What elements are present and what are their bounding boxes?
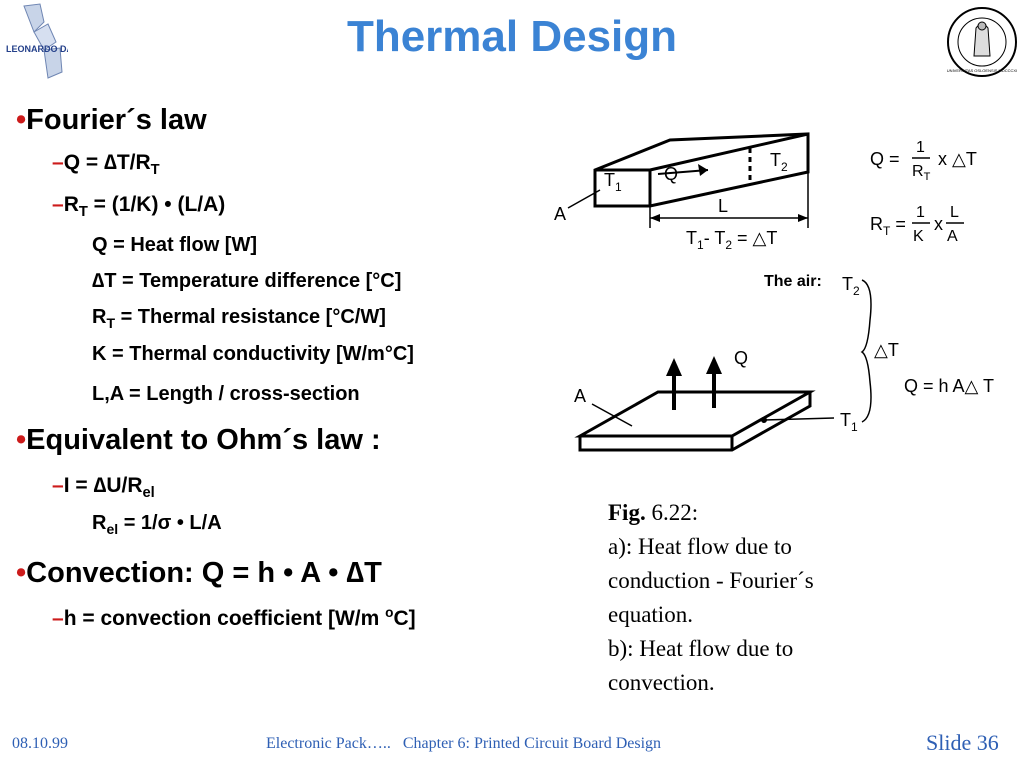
footer-date: 08.10.99 xyxy=(12,735,68,752)
caption-line: equation. xyxy=(608,602,693,627)
bullet-dot: • xyxy=(16,104,27,136)
ohm-eq: –I = ∆U/Rel xyxy=(52,474,155,502)
fourier-eq-1: –Q = ∆T/RT xyxy=(52,151,160,179)
svg-text:T1: T1 xyxy=(604,170,622,194)
svg-text:1: 1 xyxy=(916,204,925,221)
convection-coef-def: –h = convection coefficient [W/m oC] xyxy=(52,605,416,630)
ohm-law-item: •Equivalent to Ohm´s law : xyxy=(16,424,381,457)
convection-item: •Convection: Q = h • A • ∆T xyxy=(16,557,382,589)
svg-text:x △T: x △T xyxy=(938,149,977,169)
delta-t-dimension: T1- T2 = △T xyxy=(686,228,777,252)
bullet-dot: • xyxy=(16,424,27,456)
dash-marker: – xyxy=(52,193,64,216)
resistance-el-def: Rel = 1/σ • L/A xyxy=(92,512,222,537)
figure-caption: Fig. 6.22: a): Heat flow due to conducti… xyxy=(608,496,814,700)
fourier-law-heading: Fourier´s law xyxy=(26,104,207,136)
thermal-resistance-def: RT = Thermal resistance [°C/W] xyxy=(92,306,386,331)
heat-flow-def: Q = Heat flow [W] xyxy=(92,234,257,256)
caption-line: conduction - Fourier´s xyxy=(608,568,814,593)
svg-text:RT =: RT = xyxy=(870,214,906,238)
footer-course: Electronic Pack….. Chapter 6: Printed Ci… xyxy=(266,735,662,752)
caption-line: a): Heat flow due to xyxy=(608,534,792,559)
svg-text:T2: T2 xyxy=(842,274,860,298)
convection-a-label: A xyxy=(574,386,586,406)
svg-text:x: x xyxy=(934,214,943,234)
dash-marker: – xyxy=(52,151,64,174)
conduction-l-label: L xyxy=(718,196,728,216)
university-seal-logo: UNIVERSITAS OSLOENSIS MDCCCXI xyxy=(947,7,1017,77)
convection-plate xyxy=(574,390,816,452)
length-section-def: L,A = Length / cross-section xyxy=(92,383,360,405)
conduction-q-label: Q xyxy=(664,164,678,184)
logo-leonardo-text: LEONARDO DA VINCI xyxy=(6,44,68,54)
svg-text:T2: T2 xyxy=(770,150,788,174)
temp-diff-def: ∆T = Temperature difference [°C] xyxy=(92,270,402,292)
convection-q-label: Q xyxy=(734,348,748,368)
slide-title: Thermal Design xyxy=(346,12,678,61)
fourier-law-item: •Fourier´s law xyxy=(16,104,207,137)
caption-line: b): Heat flow due to xyxy=(608,636,794,661)
air-label: The air: xyxy=(764,273,822,290)
convection-equation: Q = h A△ T xyxy=(904,376,994,396)
svg-text:K: K xyxy=(913,228,924,245)
thermal-diagram: T1 T2 Q A L T1- T2 = △T Q = 1 RT x △T RT… xyxy=(554,132,994,452)
svg-text:T1: T1 xyxy=(840,410,858,434)
bullet-dot: • xyxy=(16,557,27,589)
thermal-conductivity-def: K = Thermal conductivity [W/m°C] xyxy=(92,343,414,365)
conduction-a-label: A xyxy=(554,204,566,224)
seal-text: UNIVERSITAS OSLOENSIS MDCCCXI xyxy=(947,68,1017,73)
svg-text:1: 1 xyxy=(916,139,925,156)
svg-text:A: A xyxy=(947,228,958,245)
svg-text:RT: RT xyxy=(912,163,931,183)
svg-text:Q =: Q = xyxy=(870,149,900,169)
convection-heading: Convection: Q = h • A • xyxy=(26,557,347,589)
leonardo-da-vinci-logo: LEONARDO DA VINCI xyxy=(6,3,68,79)
convection-delta-t: △T xyxy=(874,340,899,360)
dash-marker: – xyxy=(52,474,64,497)
dash-marker: – xyxy=(52,607,64,630)
caption-line: Fig. 6.22: xyxy=(608,500,699,525)
ohm-law-heading: Equivalent to Ohm´s law : xyxy=(26,424,381,456)
svg-text:L: L xyxy=(950,204,959,221)
footer-slide-number: Slide 36 xyxy=(926,730,999,755)
fourier-eq-2: –RT = (1/K) • (L/A) xyxy=(52,193,226,221)
caption-line: convection. xyxy=(608,670,715,695)
